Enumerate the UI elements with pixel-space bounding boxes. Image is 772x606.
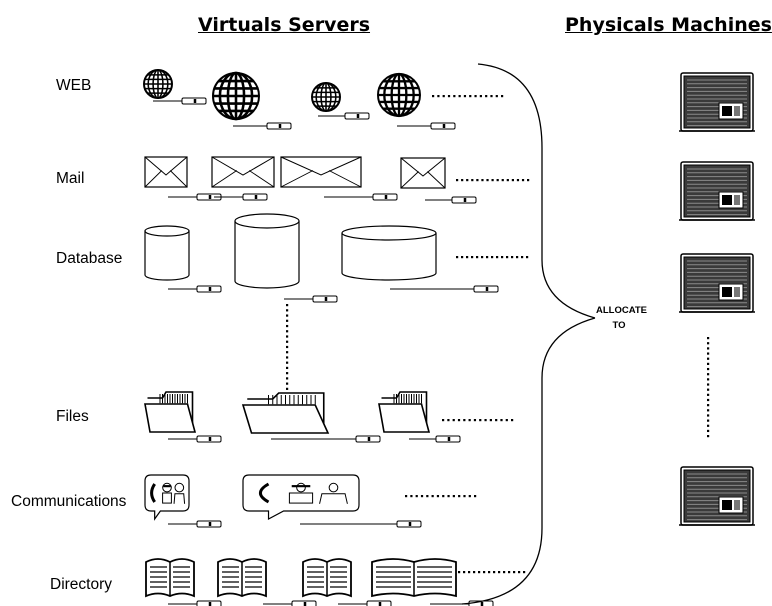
envelope-icon <box>400 157 446 189</box>
dotted-continuation <box>442 419 514 422</box>
row-label-mail: Mail <box>56 170 85 187</box>
physical-machines-heading: Physicals Machines <box>565 14 772 36</box>
cable-connector-icon <box>338 600 392 606</box>
cable-connector-icon <box>397 122 456 130</box>
server-rack-icon <box>679 253 755 313</box>
cable-connector-icon <box>168 435 222 443</box>
dotted-continuation <box>405 495 477 498</box>
person-icon <box>319 482 348 504</box>
dotted-continuation <box>458 571 526 574</box>
book-icon <box>217 558 267 598</box>
database-cylinder-icon <box>341 225 437 281</box>
operator-icon <box>288 482 314 504</box>
server-rack-icon <box>679 72 755 132</box>
folder-icon <box>378 391 431 433</box>
row-label-database: Database <box>56 250 123 267</box>
database-cylinder-icon <box>144 225 190 281</box>
dotted-continuation <box>707 337 710 438</box>
folder-icon <box>144 391 197 433</box>
cable-connector-icon <box>168 285 222 293</box>
cable-connector-icon <box>168 520 222 528</box>
envelope-icon <box>144 156 188 188</box>
server-rack-icon <box>679 161 755 221</box>
chat-bubble-icon <box>242 474 360 520</box>
allocation-brace <box>461 63 596 605</box>
database-cylinder-icon <box>234 213 300 289</box>
cable-connector-icon <box>168 193 222 201</box>
envelope-icon <box>211 156 275 188</box>
dotted-continuation <box>286 304 289 396</box>
cable-connector-icon <box>284 295 338 303</box>
globe-icon <box>212 71 260 121</box>
dotted-continuation <box>456 179 530 182</box>
dotted-continuation <box>432 95 504 98</box>
allocate-line-2: TO <box>612 320 626 331</box>
cable-connector-icon <box>300 520 422 528</box>
row-label-files: Files <box>56 408 89 425</box>
folder-icon <box>241 392 330 434</box>
cable-connector-icon <box>263 600 317 606</box>
cable-connector-icon <box>168 600 222 606</box>
globe-icon <box>143 69 173 99</box>
row-label-communications: Communications <box>11 493 127 510</box>
cable-connector-icon <box>214 193 268 201</box>
phone-icon <box>258 482 270 504</box>
cable-connector-icon <box>271 435 381 443</box>
row-label-directory: Directory <box>50 576 113 593</box>
cable-connector-icon <box>409 435 461 443</box>
dotted-continuation <box>456 256 529 259</box>
cable-connector-icon <box>153 97 207 105</box>
envelope-icon <box>280 156 362 188</box>
row-label-web: WEB <box>56 77 92 94</box>
phone-icon <box>150 483 156 503</box>
virtual-servers-heading: Virtuals Servers <box>198 14 371 36</box>
cable-connector-icon <box>425 196 477 204</box>
book-icon <box>145 558 195 598</box>
globe-icon <box>377 72 421 118</box>
cable-connector-icon <box>233 122 292 130</box>
allocate-line-1: ALLOCATE <box>596 305 648 316</box>
cable-connector-icon <box>324 193 398 201</box>
cable-connector-icon <box>430 600 494 606</box>
server-rack-icon <box>679 466 755 526</box>
allocate-to-label: ALLOCATE TO <box>596 303 648 333</box>
person-icon <box>173 482 186 504</box>
globe-icon <box>311 82 341 112</box>
cable-connector-icon <box>390 285 499 293</box>
book-icon <box>302 558 352 598</box>
chat-bubble-icon <box>144 474 190 521</box>
book-icon <box>371 558 457 598</box>
operator-icon <box>162 482 172 504</box>
cable-connector-icon <box>318 112 370 120</box>
